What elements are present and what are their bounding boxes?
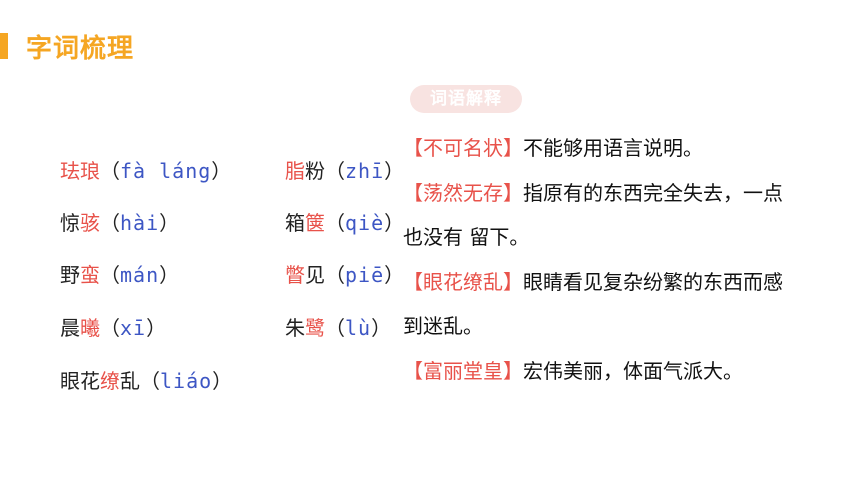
definition-text: 指原有的东西完全失去，一点也没有 留下。	[403, 180, 783, 250]
definition-item: 【不可名状】不能够用语言说明。	[403, 126, 788, 171]
definition-item: 【眼花缭乱】眼睛看见复杂纷繁的东西而感到迷乱。	[403, 260, 788, 349]
vocab-char-highlight: 箧	[305, 211, 325, 235]
page-title: 字词梳理	[26, 34, 135, 64]
vocab-pinyin: hài	[120, 211, 160, 235]
definitions-badge-label: 词语解释	[430, 89, 502, 109]
definition-term: 【富丽堂皇】	[403, 358, 523, 383]
vocab-char-highlight: 缭	[100, 369, 120, 393]
vocab-item: 瞥见（piē）	[285, 263, 405, 287]
definition-term: 【荡然无存】	[403, 180, 523, 205]
vocab-char-highlight: 瞥	[285, 263, 305, 287]
vocab-item: 惊骇（hài）	[60, 211, 180, 235]
vocab-item: 箱箧（qiè）	[285, 211, 405, 235]
vocab-char-highlight: 曦	[80, 316, 100, 340]
vocab-char: 箱	[285, 211, 305, 235]
definition-text: 眼睛看见复杂纷繁的东西而感到迷乱。	[403, 269, 783, 339]
vocab-pinyin: xī	[120, 316, 147, 340]
vocab-char: 粉	[305, 159, 325, 183]
vocab-item: 珐琅（fà láng）	[60, 159, 232, 183]
vocab-pinyin: fà láng	[120, 159, 212, 183]
vocab-pinyin: piē	[345, 263, 385, 287]
vocab-item: 朱鹭（lù）	[285, 316, 392, 340]
vocab-char: 眼花	[60, 369, 100, 393]
vocab-char: 见	[305, 263, 325, 287]
vocab-pinyin: mán	[120, 263, 160, 287]
vocab-char: 野	[60, 263, 80, 287]
definitions-list: 【不可名状】不能够用语言说明。 【荡然无存】指原有的东西完全失去，一点也没有 留…	[403, 126, 788, 393]
definition-text: 不能够用语言说明。	[523, 136, 703, 160]
definition-item: 【荡然无存】指原有的东西完全失去，一点也没有 留下。	[403, 171, 788, 260]
vocab-item: 野蛮（mán）	[60, 263, 180, 287]
vocab-char: 朱	[285, 316, 305, 340]
title-accent-bar	[0, 33, 8, 59]
vocab-pinyin: liáo	[160, 369, 213, 393]
vocab-char: 乱	[120, 369, 140, 393]
vocab-char: 惊	[60, 211, 80, 235]
definitions-badge: 词语解释	[410, 85, 522, 113]
vocab-char: 晨	[60, 316, 80, 340]
vocab-char-highlight: 骇	[80, 211, 100, 235]
vocab-char-highlight: 珐琅	[60, 159, 100, 183]
vocab-item: 晨曦（xī）	[60, 316, 167, 340]
vocab-pinyin: zhī	[345, 159, 385, 183]
definition-term: 【眼花缭乱】	[403, 269, 523, 294]
vocab-char-highlight: 蛮	[80, 263, 100, 287]
vocab-item: 脂粉（zhī）	[285, 159, 405, 183]
vocab-pinyin: lù	[345, 316, 372, 340]
vocab-char-highlight: 鹭	[305, 316, 325, 340]
definition-item: 【富丽堂皇】宏伟美丽，体面气派大。	[403, 349, 788, 394]
vocab-item: 眼花缭乱（liáo）	[60, 369, 233, 393]
vocab-char-highlight: 脂	[285, 159, 305, 183]
definition-text: 宏伟美丽，体面气派大。	[523, 358, 743, 383]
definition-term: 【不可名状】	[403, 136, 523, 160]
vocab-pinyin: qiè	[345, 211, 385, 235]
